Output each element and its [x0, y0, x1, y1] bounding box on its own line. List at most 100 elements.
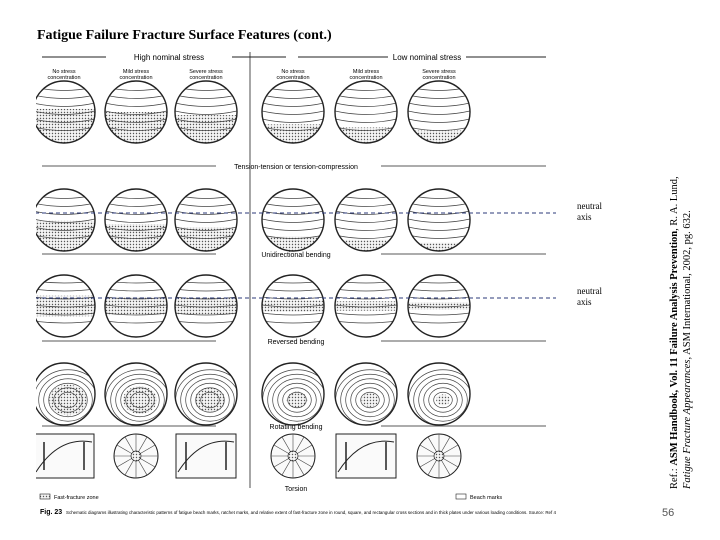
beach-mark: [423, 382, 463, 418]
neutral-axis-label-1: neutral axis: [577, 201, 602, 222]
section-outline: [104, 274, 168, 338]
column-header: concentration: [276, 75, 309, 81]
beach-mark: [262, 94, 324, 99]
beach-mark: [175, 226, 237, 231]
column-header: concentration: [189, 75, 222, 81]
group-label: Low nominal stress: [393, 53, 461, 62]
section-outline: [36, 362, 96, 426]
beach-mark: [36, 118, 95, 123]
beach-mark: [335, 94, 397, 99]
reference-citation: Ref.: ASM Handbook, Vol. 11 Failure Anal…: [669, 176, 693, 489]
beach-mark: [175, 202, 237, 207]
fracture-cross-section: [104, 80, 168, 144]
row-label: Unidirectional bending: [261, 252, 330, 259]
beach-mark: [175, 102, 237, 107]
beach-mark: [36, 288, 95, 292]
fast-fracture-zone: [262, 300, 324, 312]
beach-mark: [105, 210, 167, 215]
beach-mark: [408, 226, 470, 231]
beach-mark: [262, 304, 324, 308]
beach-mark: [175, 210, 237, 215]
beach-mark: [267, 373, 324, 425]
fast-fracture-zone: [175, 115, 237, 143]
fracture-cross-section: [174, 274, 238, 338]
beach-mark: [175, 312, 237, 316]
beach-mark: [58, 391, 78, 409]
fracture-cross-section: [334, 362, 398, 426]
beach-mark: [355, 387, 385, 413]
beach-mark: [408, 118, 470, 123]
caption-text: Schematic diagrams illustrating characte…: [66, 510, 556, 515]
section-outline: [36, 188, 96, 252]
caption-label: Fig. 23: [40, 509, 62, 516]
beach-mark: [335, 304, 397, 308]
beach-mark: [175, 288, 237, 292]
section-outline: [334, 274, 398, 338]
fast-fracture-zone: [49, 384, 87, 416]
column-header: Severe stress: [422, 69, 456, 75]
fracture-cross-section: [104, 274, 168, 338]
beach-mark: [272, 378, 322, 422]
section-outline: [334, 188, 398, 252]
section-outline: [174, 80, 238, 144]
beach-mark: [408, 218, 470, 223]
beach-mark: [418, 378, 468, 422]
beach-mark: [335, 210, 397, 215]
fast-fracture-zone: [262, 236, 324, 251]
column-header: No stress: [281, 69, 304, 75]
beach-mark: [175, 218, 237, 223]
beach-mark: [175, 320, 237, 324]
section-outline: [407, 80, 471, 144]
fracture-cross-section: [334, 274, 398, 338]
beach-mark: [350, 382, 390, 418]
fracture-cross-section: [174, 362, 238, 426]
section-outline: [334, 80, 398, 144]
beach-mark: [360, 391, 380, 409]
section-outline: [104, 80, 168, 144]
beach-mark: [335, 202, 397, 207]
fracture-cross-section: [407, 188, 471, 252]
fast-fracture-zone: [36, 108, 95, 143]
section-outline: [261, 274, 325, 338]
slide-title: Fatigue Failure Fracture Surface Feature…: [37, 28, 332, 43]
beach-mark: [125, 387, 155, 413]
fast-fracture-zone: [408, 242, 470, 251]
fracture-cross-section: [407, 362, 471, 426]
fast-fracture-zone: [175, 297, 237, 315]
torsion-specimen: [36, 433, 95, 479]
column-header: concentration: [119, 75, 152, 81]
beach-mark: [36, 202, 95, 207]
beach-mark: [262, 320, 324, 324]
fracture-cross-section: [261, 80, 325, 144]
beach-mark: [48, 382, 88, 418]
beach-mark: [408, 234, 470, 239]
beach-mark: [110, 373, 167, 425]
beach-mark: [105, 94, 167, 99]
section-outline: [36, 274, 96, 338]
torsion-specimen: [416, 433, 462, 479]
beach-mark: [105, 202, 167, 207]
beach-mark: [53, 387, 83, 413]
fracture-cross-section: [261, 362, 325, 426]
beach-mark: [262, 218, 324, 223]
beach-mark: [335, 280, 397, 284]
beach-mark: [105, 118, 167, 123]
legend-label: Beach marks: [470, 495, 502, 501]
beach-mark: [105, 280, 167, 284]
column-header: No stress: [52, 69, 75, 75]
beach-mark: [335, 312, 397, 316]
column-header: Severe stress: [189, 69, 223, 75]
beach-mark: [335, 234, 397, 239]
beach-mark: [408, 94, 470, 99]
beach-mark: [408, 320, 470, 324]
fracture-cross-section: [174, 188, 238, 252]
beach-mark: [335, 118, 397, 123]
column-header: concentration: [47, 75, 80, 81]
fracture-cross-section: [174, 80, 238, 144]
section-outline: [407, 274, 471, 338]
legend-swatch: [455, 493, 467, 500]
section-outline: [407, 188, 471, 252]
beach-mark: [105, 320, 167, 324]
fracture-cross-section: [104, 362, 168, 426]
